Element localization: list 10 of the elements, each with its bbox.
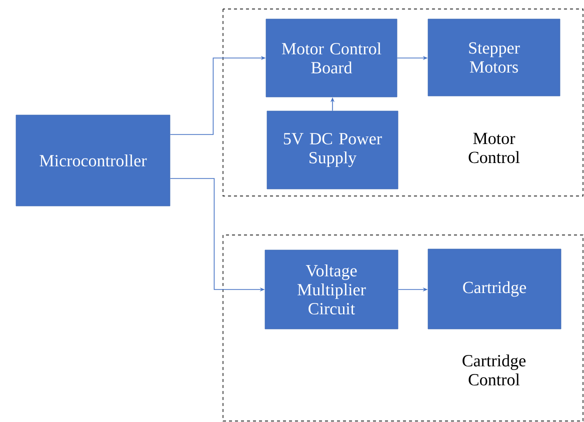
group-label: Motor Control bbox=[468, 132, 520, 164]
process-box: Microcontroller bbox=[16, 114, 170, 206]
process-box: Stepper Motors bbox=[428, 18, 560, 96]
process-box: Voltage Multiplier Circuit bbox=[264, 250, 398, 330]
process-box: Cartridge bbox=[428, 248, 562, 330]
process-box: 5V DC Power Supply bbox=[266, 110, 398, 190]
group-label: Cartridge Control bbox=[462, 354, 526, 386]
process-box: Motor Control Board bbox=[266, 18, 398, 98]
group-frame bbox=[222, 234, 584, 422]
group-frame bbox=[222, 8, 584, 196]
